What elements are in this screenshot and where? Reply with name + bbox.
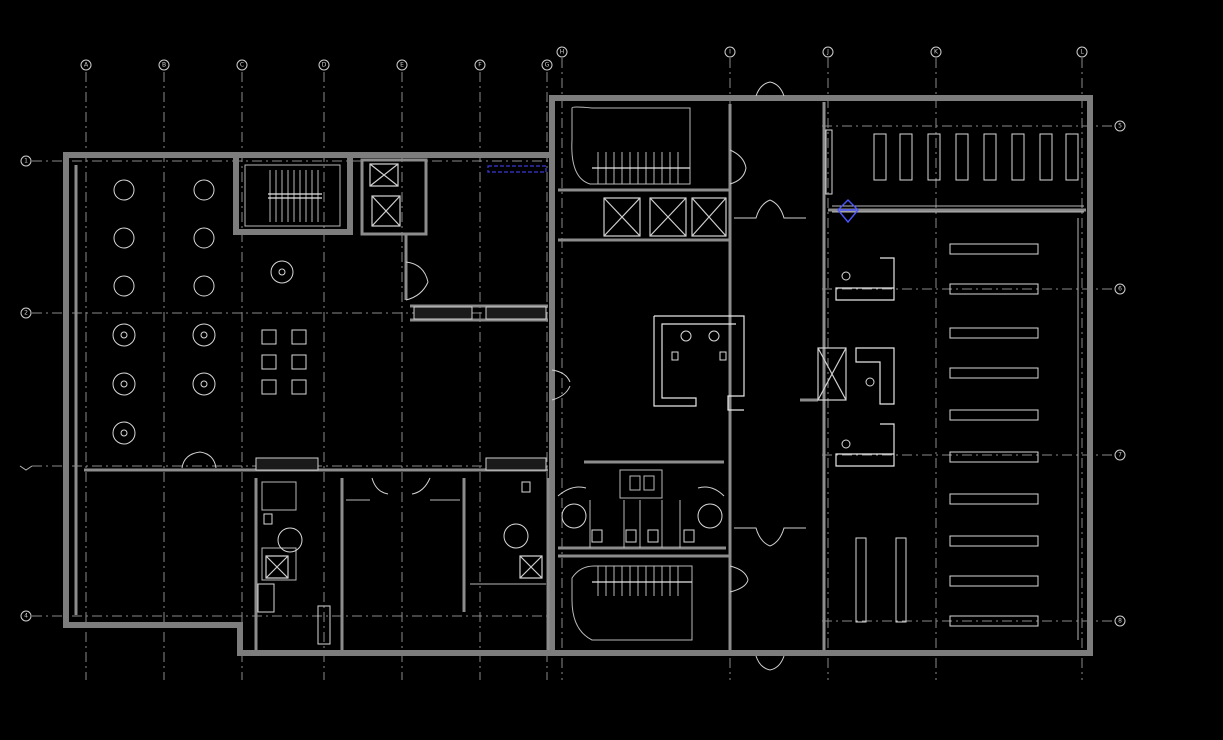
svg-text:H: H — [560, 49, 565, 56]
svg-text:J: J — [826, 49, 829, 56]
svg-text:8: 8 — [1118, 618, 1122, 625]
svg-text:2: 2 — [24, 310, 28, 317]
grid-bubble[interactable]: 7 — [1114, 449, 1126, 461]
svg-text:7: 7 — [1118, 452, 1122, 459]
right-wing[interactable] — [817, 129, 1086, 640]
svg-text:6: 6 — [1118, 286, 1122, 293]
round-table — [113, 179, 215, 201]
grid-bubble[interactable]: G — [541, 59, 553, 71]
svg-text:D: D — [322, 62, 327, 69]
round-table — [113, 227, 215, 249]
svg-text:B: B — [162, 62, 166, 69]
stair-treads — [592, 566, 692, 596]
grid-bubble[interactable]: 6 — [1114, 283, 1126, 295]
grid-bubble[interactable]: E — [396, 59, 408, 71]
svg-text:A: A — [84, 62, 89, 69]
shelving-units-top — [825, 129, 1079, 195]
svg-text:C: C — [240, 62, 244, 69]
grid-bubble[interactable]: D — [318, 59, 330, 71]
grid-bubble[interactable] — [19, 465, 33, 471]
grid-bubble[interactable]: J — [822, 46, 834, 58]
stair-treads — [592, 152, 690, 184]
chair-grid — [261, 329, 307, 395]
grid-bubble[interactable]: H — [556, 46, 568, 58]
svg-text:L: L — [1080, 49, 1084, 56]
grid-bubble[interactable]: L — [1076, 46, 1088, 58]
decorative-screen — [413, 306, 547, 320]
shelving-rows — [855, 243, 1039, 627]
svg-text:4: 4 — [24, 613, 28, 620]
grid-bubble[interactable]: B — [158, 59, 170, 71]
exterior-walls[interactable] — [63, 95, 1093, 656]
grid-bubble[interactable]: 2 — [20, 307, 32, 319]
grid-bubble[interactable]: 1 — [20, 155, 32, 167]
grid-bubble[interactable]: F — [474, 59, 486, 71]
grid-bubble[interactable]: I — [724, 46, 736, 58]
section-marker — [837, 199, 859, 224]
grid-bubble[interactable]: A — [80, 59, 92, 71]
left-wing-interior[interactable] — [84, 157, 550, 650]
left-wing-furniture[interactable] — [112, 165, 547, 445]
svg-text:5: 5 — [1118, 123, 1122, 130]
center-core[interactable] — [551, 81, 818, 671]
svg-text:I: I — [729, 49, 731, 56]
grid-lines-vertical — [85, 58, 1083, 680]
grid-bubble[interactable]: 5 — [1114, 120, 1126, 132]
svg-text:G: G — [545, 62, 550, 69]
grid-bubble[interactable]: 4 — [20, 610, 32, 622]
selected-window[interactable] — [487, 165, 547, 173]
grid-bubbles-top: A B C D E F G H I J K L — [80, 46, 1088, 71]
svg-text:F: F — [478, 62, 482, 69]
grid-bubble[interactable]: C — [236, 59, 248, 71]
grid-bubbles-side: 1 2 4 5 6 7 8 — [19, 120, 1126, 627]
grid-bubble[interactable]: K — [930, 46, 942, 58]
svg-text:E: E — [400, 62, 404, 69]
svg-text:1: 1 — [24, 158, 28, 165]
round-table-with-chairs — [112, 260, 294, 445]
svg-text:K: K — [934, 49, 939, 56]
stair-treads — [268, 170, 322, 222]
grid-bubble[interactable]: 8 — [1114, 615, 1126, 627]
round-table — [113, 275, 215, 297]
